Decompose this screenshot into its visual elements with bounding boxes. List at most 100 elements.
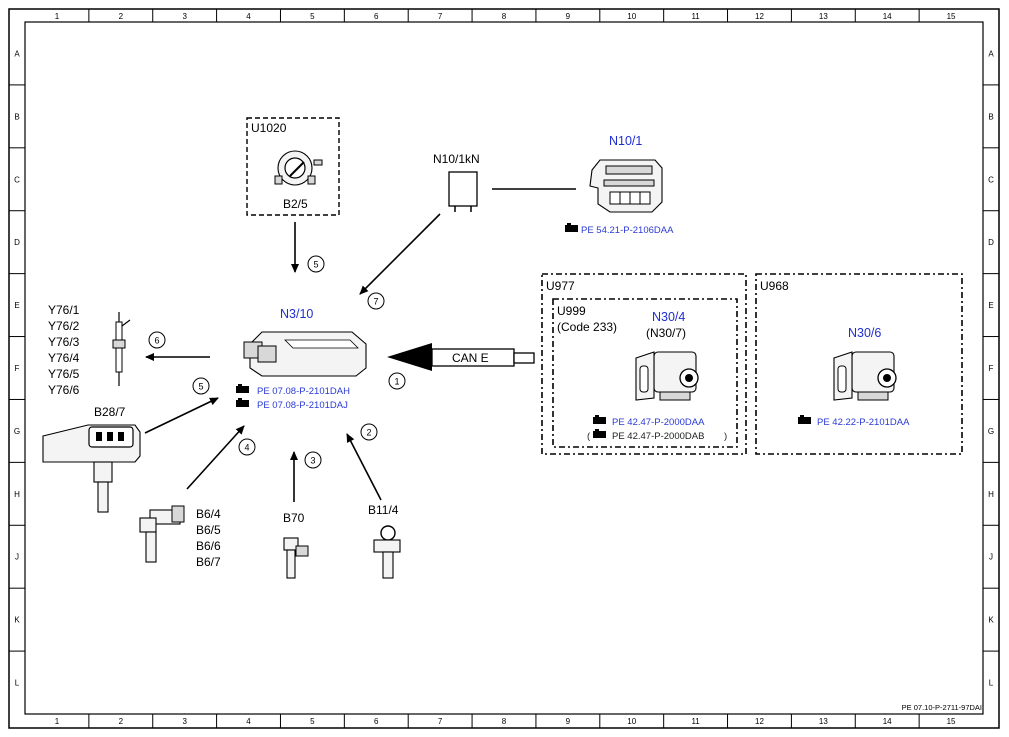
- grid-row-label: F: [989, 364, 994, 373]
- svg-text:5: 5: [313, 260, 318, 270]
- svg-text:4: 4: [244, 443, 249, 453]
- b2-5-sensor-icon: [274, 150, 323, 186]
- grid-row-label: A: [14, 49, 20, 58]
- grid-labels: 1122334455667788991010111112121313141415…: [9, 9, 999, 728]
- can-bus-group: CAN E: [387, 343, 535, 371]
- grid-column-label: 1: [55, 717, 60, 726]
- callout-1: 1: [388, 372, 406, 390]
- camshaft-sensor-icon: [139, 505, 185, 563]
- grid-column-label: 2: [119, 12, 124, 21]
- grid-column-label: 3: [182, 717, 187, 726]
- grid-row-label: H: [14, 490, 20, 499]
- grid-row-label: K: [988, 616, 994, 625]
- reference-icon: [593, 415, 606, 438]
- n30-7-label: (N30/7): [646, 326, 686, 340]
- grid-row-label: F: [15, 364, 20, 373]
- y76-label-3: Y76/3: [48, 335, 80, 349]
- grid-row-label: D: [14, 238, 20, 247]
- n3-10-ref-1: PE 07.08-P-2101DAH: [257, 386, 350, 397]
- grid-column-label: 10: [627, 12, 636, 21]
- b6-label-2: B6/5: [196, 523, 221, 537]
- svg-text:2: 2: [366, 428, 371, 438]
- n10-1kn-group: N10/1kN: [433, 152, 576, 212]
- grid-column-label: 10: [627, 717, 636, 726]
- grid-column-label: 8: [502, 12, 507, 21]
- n30-7-ref-2: PE 42.47-P-2000DAB: [612, 431, 704, 442]
- temperature-sensor-icon: [373, 525, 401, 579]
- arrow-relay-to-ecu: [359, 213, 441, 295]
- grid-column-label: 8: [502, 717, 507, 726]
- n30-7-ref-open: (: [587, 431, 591, 442]
- code-label: (Code 233): [557, 320, 617, 334]
- grid-column-label: 2: [119, 717, 124, 726]
- n30-6-label: N30/6: [848, 326, 881, 340]
- grid-column-label: 5: [310, 717, 315, 726]
- b6-label-3: B6/6: [196, 539, 221, 553]
- callout-4: 4: [238, 438, 256, 456]
- grid-column-label: 13: [819, 717, 828, 726]
- grid-column-label: 13: [819, 12, 828, 21]
- grid-column-label: 4: [246, 717, 251, 726]
- svg-text:7: 7: [373, 297, 378, 307]
- grid-column-label: 6: [374, 12, 379, 21]
- u1020-label: U1020: [251, 121, 287, 135]
- y76-group: Y76/1 Y76/2 Y76/3 Y76/4 Y76/5 Y76/6: [48, 303, 131, 397]
- grid-column-label: 15: [947, 717, 956, 726]
- callout-6: 6: [148, 331, 166, 349]
- grid-column-label: 6: [374, 717, 379, 726]
- crankshaft-sensor-icon: [283, 537, 309, 579]
- grid-column-label: 4: [246, 12, 251, 21]
- grid-row-label: K: [14, 616, 20, 625]
- grid-column-label: 11: [691, 717, 700, 726]
- svg-text:5: 5: [198, 382, 203, 392]
- abs-unit-icon: [635, 351, 699, 401]
- svg-text:3: 3: [310, 456, 315, 466]
- grid-row-label: A: [988, 49, 994, 58]
- grid-column-label: 12: [755, 12, 764, 21]
- n30-6-ref: PE 42.22-P-2101DAA: [817, 417, 910, 428]
- u977-group: U977 U999 (Code 233) N30/4 (N30/7) PE 42…: [541, 273, 747, 455]
- u1020-group: U1020 B2/5: [246, 117, 340, 216]
- grid-column-label: 14: [883, 12, 892, 21]
- callout-5: 5: [307, 255, 325, 273]
- b28-7-label: B28/7: [94, 405, 126, 419]
- grid-row-label: E: [988, 301, 993, 310]
- grid-row-label: C: [14, 175, 20, 184]
- u968-label: U968: [760, 279, 789, 293]
- grid-column-label: 14: [883, 717, 892, 726]
- grid-row-label: J: [15, 553, 19, 562]
- grid-row-label: G: [988, 427, 994, 436]
- n3-10-group: N3/10 PE 07.08-P-2101DAH PE 07.08-P-2101…: [236, 307, 367, 411]
- y76-label-4: Y76/4: [48, 351, 80, 365]
- arrow-b11-4-to-ecu: [346, 433, 382, 501]
- grid-column-label: 1: [55, 12, 60, 21]
- u968-group: U968 N30/6 PE 42.22-P-2101DAA: [755, 273, 963, 455]
- n10-1-ref: PE 54.21-P-2106DAA: [581, 225, 674, 236]
- b6-label-4: B6/7: [196, 555, 221, 569]
- b6-label-1: B6/4: [196, 507, 221, 521]
- reference-icon: [236, 384, 249, 407]
- grid-column-label: 9: [566, 12, 571, 21]
- u977-label: U977: [546, 279, 575, 293]
- callouts: 1 2 3 4 5 5 6 7: [148, 255, 406, 469]
- grid-column-label: 9: [566, 717, 571, 726]
- svg-text:6: 6: [154, 336, 159, 346]
- grid-column-label: 3: [182, 12, 187, 21]
- n3-10-label: N3/10: [280, 307, 313, 321]
- n10-1-label: N10/1: [609, 134, 642, 148]
- grid-row-label: J: [989, 553, 993, 562]
- b6-group: B6/4 B6/5 B6/6 B6/7: [139, 505, 221, 569]
- grid-row-label: C: [988, 175, 994, 184]
- grid-row-label: L: [989, 679, 994, 688]
- b2-5-label: B2/5: [283, 197, 308, 211]
- n30-7-ref-close: ): [724, 431, 727, 442]
- grid-row-label: D: [988, 238, 994, 247]
- ecu-icon: [243, 331, 367, 377]
- grid-row-label: L: [15, 679, 20, 688]
- b70-label: B70: [283, 511, 305, 525]
- grid-row-label: B: [14, 112, 19, 121]
- signal-arrows: [144, 213, 441, 502]
- arrow-b6-to-ecu: [186, 425, 245, 490]
- reference-icon: [798, 415, 811, 424]
